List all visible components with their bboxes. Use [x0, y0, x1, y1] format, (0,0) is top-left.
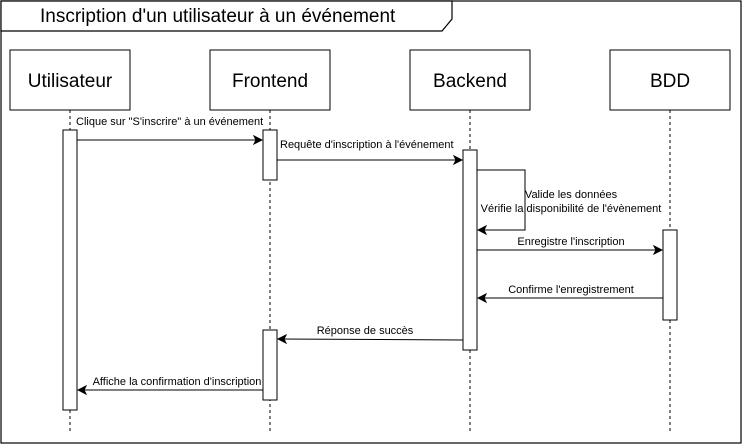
activation-bar-frontend-request — [262, 129, 278, 181]
participant-label-frontend: Frontend — [232, 71, 308, 92]
message-label-registration-request: Requête d'inscription à l'événement — [280, 139, 454, 151]
message-label-check-availability: Vérifie la disponibilité de l'évènement — [481, 203, 662, 215]
message-label-confirm-save: Confirme l'enregistrement — [508, 284, 634, 296]
title-tab — [0, 0, 453, 32]
activation-bar-bdd — [662, 229, 678, 321]
diagram-title: Inscription d'un utilisateur à un événem… — [40, 6, 396, 27]
message-label-click-register: Clique sur "S'inscrire" à un événement — [76, 116, 263, 128]
participant-box-frontend — [209, 49, 331, 111]
participant-label-bdd: BDD — [650, 71, 690, 92]
message-label-validate-data: Valide les données — [525, 189, 618, 201]
participant-label-backend: Backend — [433, 71, 507, 92]
activation-bar-frontend-response — [262, 329, 278, 401]
message-arrow-success-response — [278, 339, 464, 340]
message-label-display-confirmation: Affiche la confirmation d'inscription — [93, 376, 262, 388]
participant-box-bdd — [609, 49, 731, 111]
message-label-save-registration: Enregistre l'inscription — [517, 236, 624, 248]
participant-box-user — [9, 49, 131, 111]
message-arrow-self-validation — [477, 169, 526, 230]
message-label-success-response: Réponse de succès — [317, 325, 414, 337]
activation-bar-user — [62, 129, 78, 411]
participant-label-user: Utilisateur — [28, 71, 113, 92]
participant-box-backend — [409, 49, 531, 111]
activation-bar-backend — [462, 149, 478, 351]
